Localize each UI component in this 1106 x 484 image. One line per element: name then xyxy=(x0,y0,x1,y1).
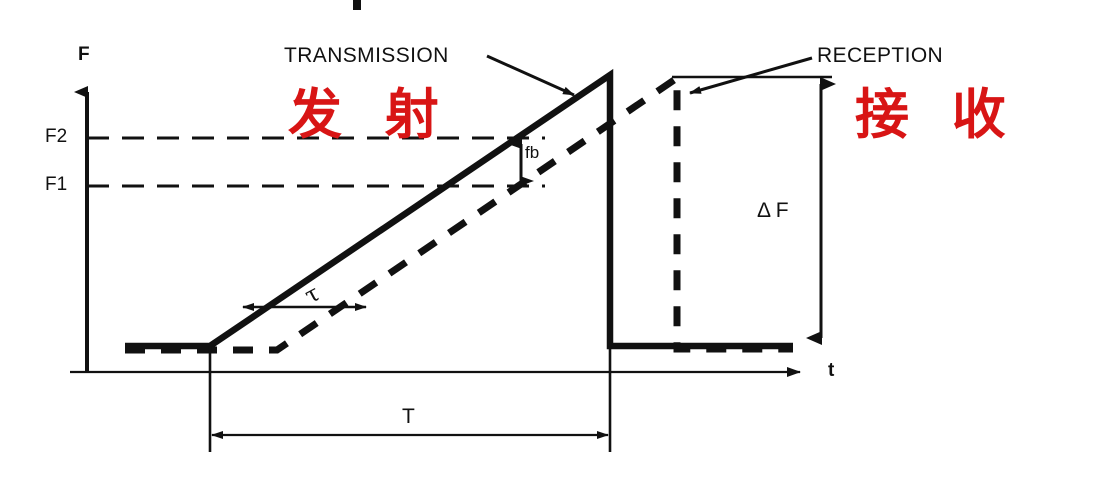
reception-leader-arrow xyxy=(689,56,813,95)
y-tick-label-f2: F2 xyxy=(45,126,68,147)
transmission-leader-arrow xyxy=(486,54,575,97)
y-axis-label: F xyxy=(78,44,90,65)
transmission-label: TRANSMISSION xyxy=(284,44,449,67)
sweep-period-dimension xyxy=(208,346,612,452)
y-tick-label-f1: F1 xyxy=(45,174,68,195)
x-axis-label: t xyxy=(828,360,835,381)
reception-leader xyxy=(672,56,832,95)
transmission-leader xyxy=(486,54,575,97)
delta-f-label: Δ F xyxy=(757,199,789,222)
reception-label-cn: 接 收 xyxy=(855,83,1018,146)
transmission-waveform xyxy=(125,68,793,350)
transmission-label-cn: 发 射 xyxy=(288,83,451,146)
reception-waveform xyxy=(125,71,793,354)
top-edge-artifact xyxy=(353,0,361,10)
beat-frequency-label: fb xyxy=(525,143,540,162)
sweep-period-label: T xyxy=(402,405,415,428)
delay-label: τ xyxy=(301,281,324,310)
level-lines xyxy=(87,136,545,188)
reception-label: RECEPTION xyxy=(817,44,944,67)
